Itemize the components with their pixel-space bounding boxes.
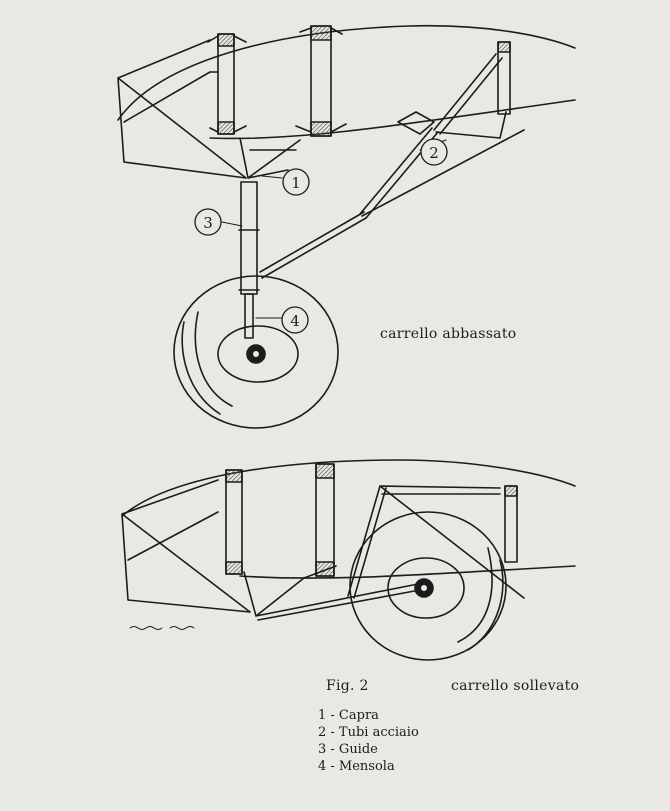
capra-strut	[239, 137, 301, 179]
wheel-hub-raised	[387, 557, 465, 619]
callout-number-1: 1	[291, 174, 301, 192]
forward-truss	[117, 39, 247, 179]
bracket-b2	[315, 463, 335, 577]
bracket-b1-cap	[225, 469, 243, 483]
bracket-3-cap	[497, 41, 511, 53]
bracket-1-foot	[217, 121, 235, 135]
wing-profile-top	[117, 24, 576, 121]
wheel-tyre-raised	[349, 511, 507, 661]
legend-item-3: 3 - Guide	[318, 742, 378, 757]
parts-legend: 1 - Capra 2 - Tubi acciaio 3 - Guide 4 -…	[318, 707, 419, 775]
bracket-1-cap	[217, 33, 235, 47]
rear-plate	[397, 111, 435, 135]
gear-lowered-drawing	[117, 24, 576, 429]
legend-item-1: 1 - Capra	[318, 708, 379, 723]
strut-clamp	[238, 229, 260, 291]
gear-raised-drawing	[121, 459, 576, 661]
rear-brace-lower	[259, 211, 367, 279]
callout-number-2: 2	[429, 144, 439, 162]
wheel-tread-lowered	[181, 311, 233, 415]
label-gear-lowered: carrello abbassato	[380, 326, 517, 342]
bracket-1	[217, 33, 235, 135]
ground-mark	[129, 626, 195, 630]
label-gear-raised: carrello sollevato	[451, 678, 580, 694]
wing-underside-bottom	[239, 565, 576, 579]
shock-strut-lower	[244, 293, 254, 339]
wheel-hub-lowered	[217, 325, 299, 383]
bracket-2	[310, 25, 332, 137]
legend-item-2: 2 - Tubi acciaio	[318, 725, 419, 740]
bracket-b1-foot	[225, 561, 243, 575]
callout-circle-2	[420, 138, 448, 166]
hub-center-raised	[421, 585, 427, 591]
rear-actuator	[433, 53, 503, 135]
bracket-b3-cap	[504, 485, 518, 497]
bracket-b1	[225, 469, 243, 575]
bracket-gussets	[207, 27, 347, 133]
retracted-brace	[347, 485, 525, 599]
callout-number-4: 4	[290, 312, 300, 330]
bracket-b3	[504, 485, 518, 563]
bracket-b2-foot	[315, 561, 335, 577]
callout-circle-1	[282, 168, 310, 196]
callout-circle-4	[281, 306, 309, 334]
wheel-tread-raised	[457, 547, 504, 651]
wing-underside-top	[209, 99, 576, 140]
rear-rod	[361, 111, 525, 217]
hub-center-lowered	[253, 351, 259, 357]
callout-circle-3	[194, 208, 222, 236]
bracket-2-foot	[310, 121, 332, 137]
figure-number: Fig. 2	[326, 678, 369, 694]
bracket-b2-cap	[315, 463, 335, 479]
wing-profile-bottom	[121, 459, 576, 517]
bracket-2-cap	[310, 25, 332, 41]
retracted-struts	[243, 565, 421, 621]
forward-truss-bottom	[121, 479, 251, 613]
wheel-tyre-lowered	[173, 275, 339, 429]
callout-number-3: 3	[203, 214, 213, 232]
legend-item-4: 4 - Mensola	[318, 759, 395, 774]
